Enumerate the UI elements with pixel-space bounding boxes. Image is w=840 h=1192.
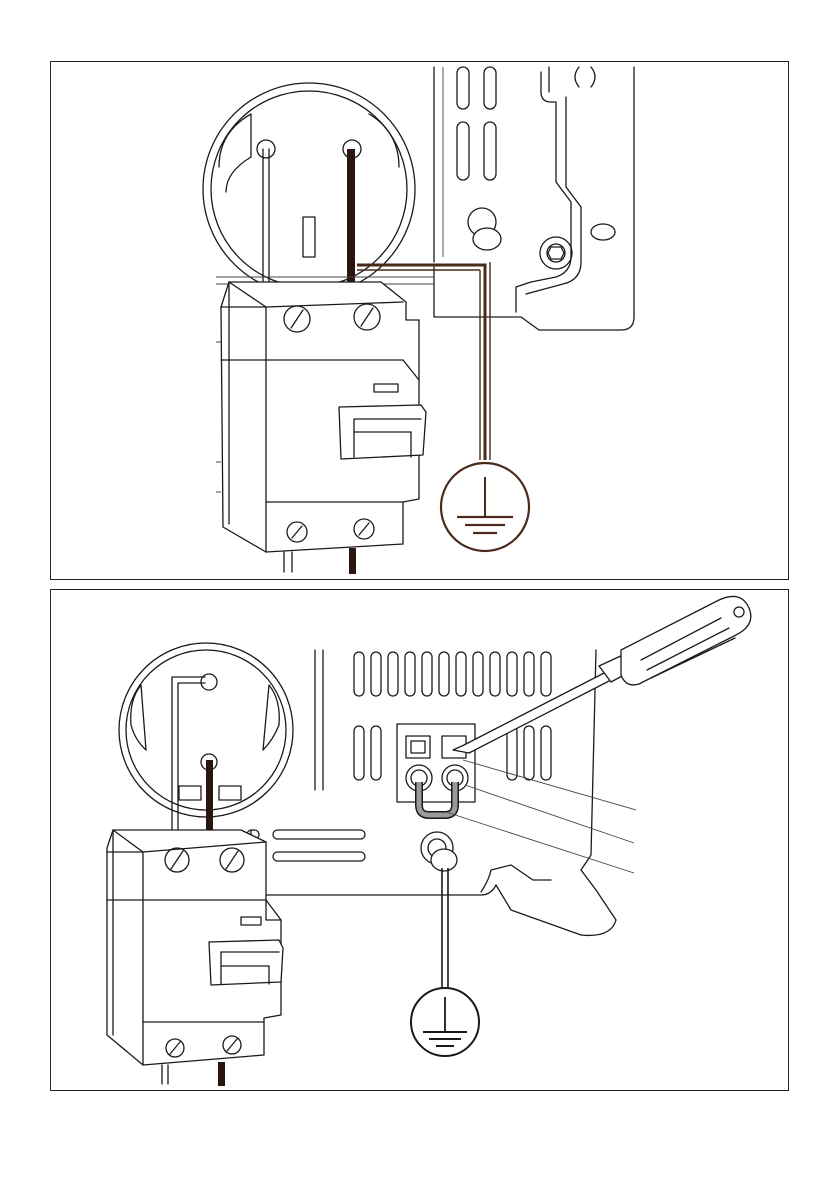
- ground-symbol-icon: [441, 463, 529, 551]
- residual-current-breaker: [216, 282, 426, 574]
- breaker-toggle: [209, 940, 283, 985]
- device-housing: [434, 67, 634, 330]
- ground-lead: [421, 832, 457, 988]
- terminal-block: [397, 724, 475, 815]
- ground-symbol-icon: [411, 988, 479, 1056]
- residual-current-breaker: [107, 830, 283, 1086]
- socket-pin-hole-left: [257, 140, 275, 158]
- bottom-illustration: [51, 590, 788, 1090]
- top-illustration: [51, 62, 788, 579]
- socket-wires: [263, 149, 355, 289]
- wall-socket: [203, 83, 415, 295]
- terminal-clamp-left: [406, 736, 430, 758]
- panel-bottom-jumper-diagram: [50, 589, 789, 1091]
- live-wire-top: [347, 149, 355, 289]
- screwdriver-icon: [453, 596, 751, 753]
- panel-top-wiring-diagram: [50, 61, 789, 580]
